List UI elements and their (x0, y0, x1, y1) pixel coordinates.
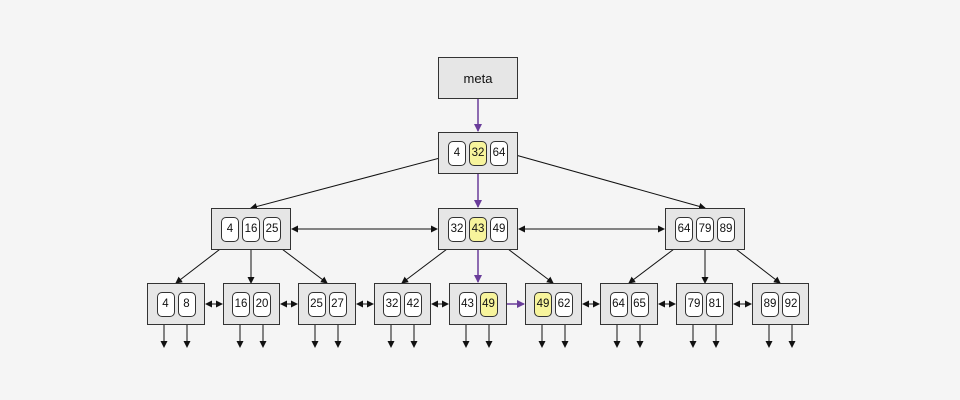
key-cell: 20 (253, 291, 271, 317)
key-cell: 4 (448, 140, 466, 166)
child-pointer-edge (250, 153, 456, 210)
key-cell: 4 (156, 291, 175, 317)
key-cell: 64 (490, 140, 508, 166)
key-cell: 42 (404, 291, 422, 317)
key-cell: 43 (469, 216, 487, 242)
key-cell: 89 (761, 291, 779, 317)
key-cell: 89 (717, 216, 735, 242)
key-cell: 49 (490, 216, 508, 242)
key-cell: 32 (469, 140, 487, 166)
key-cell: 25 (263, 216, 281, 242)
key-cell: 64 (675, 216, 693, 242)
key-cell: 32 (383, 291, 401, 317)
key-cell: 49 (534, 291, 552, 317)
key-cell: 4 (221, 216, 239, 242)
key-cell: 81 (706, 291, 724, 317)
key-cell: 64 (609, 291, 628, 317)
key-cell: 49 (479, 291, 498, 317)
key-cell: 43 (458, 291, 477, 317)
key-cell: 25 (307, 291, 326, 317)
key-cell: 27 (328, 291, 347, 317)
key-cell: 62 (555, 291, 573, 317)
meta-node: meta (438, 57, 518, 99)
key-cell: 92 (782, 291, 800, 317)
key-cell: 8 (177, 291, 196, 317)
key-cell: 65 (630, 291, 649, 317)
key-cell: 32 (448, 216, 466, 242)
key-cell: 79 (685, 291, 703, 317)
child-pointer-edge (511, 153, 706, 210)
key-cell: 16 (242, 216, 260, 242)
key-cell: 16 (232, 291, 250, 317)
key-cell: 79 (696, 216, 714, 242)
meta-label: meta (463, 70, 493, 86)
